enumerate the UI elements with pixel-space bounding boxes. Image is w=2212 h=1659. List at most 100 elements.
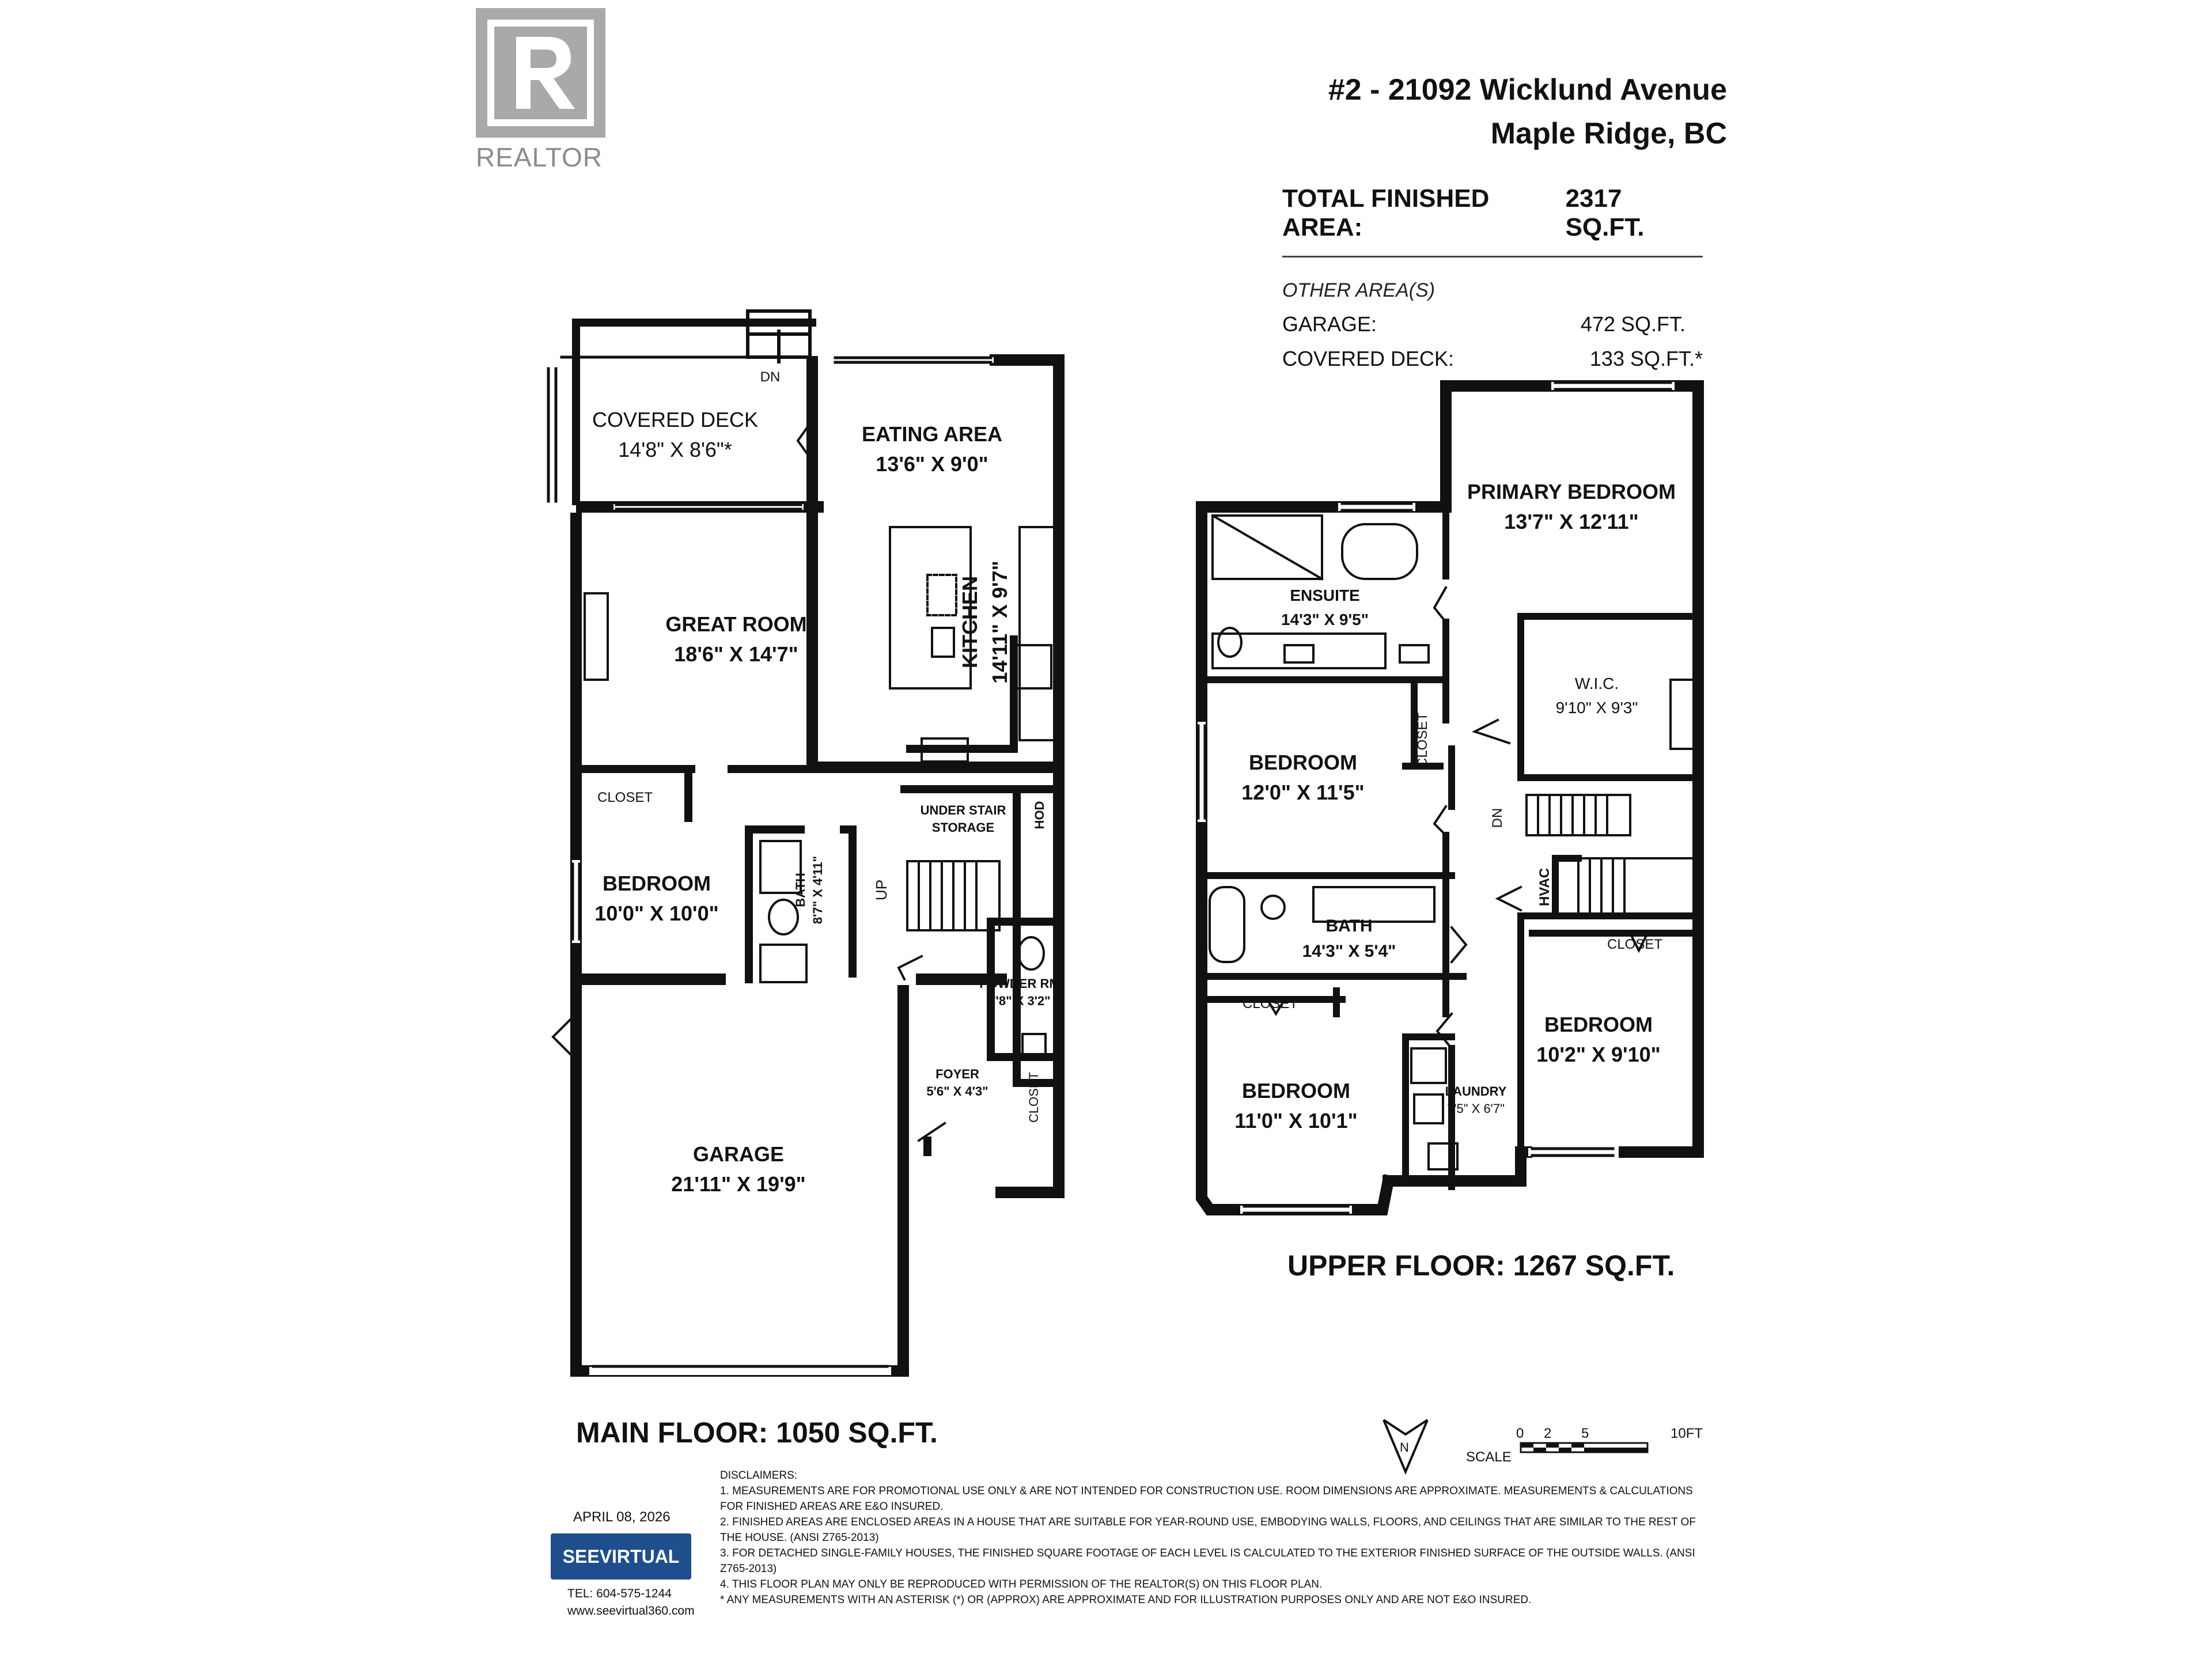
room-bath-upper: BATH 14'3" X 5'4" [1302, 914, 1396, 964]
room-size: 8'7" X 4'11" [810, 855, 825, 925]
room-bedroom-3: BEDROOM 11'0" X 10'1" [1234, 1076, 1357, 1136]
disclaimer-item: 2. FINISHED AREAS ARE ENCLOSED AREAS IN … [720, 1516, 1696, 1544]
room-size: 13'6" X 9'0" [876, 452, 988, 476]
compass-north-label: N [1400, 1440, 1409, 1455]
room-name: HOD [1032, 801, 1047, 830]
upper-windows [1196, 381, 1675, 1215]
room-eating-area: EATING AREA 13'6" X 9'0" [862, 419, 1002, 479]
room-foyer: FOYER 5'6" X 4'3" [926, 1066, 988, 1100]
realtor-logo: REALTOR [476, 8, 620, 175]
room-hod: HOD [1031, 801, 1048, 830]
scale-tick-2: 2 [1544, 1426, 1552, 1441]
room-name: ENSUITE [1290, 586, 1360, 604]
scale-tick-5: 5 [1581, 1426, 1589, 1441]
room-name: GREAT ROOM [665, 612, 807, 636]
address-line1: #2 - 21092 Wicklund Avenue [1328, 73, 1727, 107]
room-foyer-closet: CLOSET [1025, 1072, 1043, 1123]
room-name: BEDROOM [1248, 751, 1357, 774]
room-size: 7'8" X 3'2" [988, 994, 1051, 1008]
kitchen-island [889, 526, 1055, 763]
contact-web: www.seevirtual360.com [567, 1604, 695, 1618]
room-garage: GARAGE 21'11" X 19'9" [671, 1139, 805, 1199]
room-size: 12'0" X 11'5" [1241, 781, 1365, 804]
room-powder: POWDER RM 7'8" X 3'2" [979, 975, 1059, 1010]
scale-label: SCALE [1466, 1449, 1512, 1465]
seevirtual-wordmark: SEEVIRTUAL [562, 1546, 680, 1567]
room-name: HVAC [1537, 868, 1552, 907]
realtor-r-icon [476, 8, 605, 138]
main-doors [551, 419, 946, 1142]
room-name: W.I.C. [1574, 675, 1619, 692]
deck-area-value: 133 SQ.FT.* [1589, 347, 1703, 370]
room-closet-b4: CLOSET [1607, 936, 1662, 953]
room-name: POWDER RM [979, 976, 1060, 991]
room-size: 18'6" X 14'7" [674, 642, 798, 666]
room-name: BATH [1325, 916, 1373, 935]
address-block: #2 - 21092 Wicklund Avenue Maple Ridge, … [1328, 68, 1727, 156]
main-floor-walls-thin [572, 319, 1063, 1156]
room-size: 5'6" X 4'3" [926, 1084, 988, 1099]
contact-block: TEL: 604-575-1244 www.seevirtual360.com [567, 1585, 695, 1620]
room-name: KITCHEN [958, 576, 982, 669]
room-name: BEDROOM [1241, 1079, 1350, 1103]
room-wic: W.I.C. 9'10" X 9'3" [1556, 672, 1638, 720]
room-name: BATH [793, 873, 808, 907]
room-bedroom-4: BEDROOM 10'2" X 9'10" [1536, 1010, 1660, 1070]
room-name: PRIMARY BEDROOM [1467, 480, 1676, 503]
room-name: DN [760, 369, 781, 385]
room-name: CLOSET [1027, 1071, 1041, 1123]
room-primary-bedroom: PRIMARY BEDROOM 13'7" X 12'11" [1467, 477, 1676, 537]
total-area-value: 2317 SQ.FT. [1565, 184, 1645, 241]
disclaimer-item: 3. FOR DETACHED SINGLE-FAMILY HOUSES, TH… [720, 1547, 1695, 1575]
deck-dn-label: DN [760, 369, 781, 386]
room-size: 14'8" X 8'6"* [618, 438, 732, 461]
disclaimer-item: * ANY MEASUREMENTS WITH AN ASTERISK (*) … [720, 1594, 1532, 1606]
room-hvac: HVAC [1536, 868, 1554, 906]
room-size: 14'3" X 9'5" [1281, 611, 1369, 628]
garage-area-row: GARAGE: 472 SQ.FT. [1282, 312, 1703, 336]
deck-railing [547, 355, 748, 503]
room-name: CLOSET [1607, 937, 1663, 952]
main-floor-caption: MAIN FLOOR: 1050 SQ.FT. [576, 1416, 938, 1449]
room-size: 10'0" X 10'0" [594, 902, 719, 925]
room-name: BEDROOM [603, 872, 711, 895]
ensuite-fixtures [1209, 514, 1695, 1171]
upper-floor-caption: UPPER FLOOR: 1267 SQ.FT. [1287, 1249, 1675, 1282]
room-laundry: LAUNDRY 7'5" X 6'7" [1445, 1083, 1507, 1118]
disclaimer-item: 4. THIS FLOOR PLAN MAY ONLY BE REPRODUCE… [720, 1578, 1323, 1590]
room-under-stair: UNDER STAIR STORAGE [921, 802, 1006, 836]
room-closet-b3: CLOSET [1243, 995, 1298, 1013]
room-name: BEDROOM [1544, 1013, 1653, 1036]
room-name: FOYER [935, 1067, 979, 1081]
upper-doors [1266, 586, 1649, 1050]
compass-icon [1382, 1419, 1429, 1475]
room-name: CLOSET [1415, 712, 1430, 768]
room-name: UP [873, 879, 890, 901]
realtor-wordmark: REALTOR [476, 142, 603, 172]
garage-area-label: GARAGE: [1282, 312, 1377, 336]
room-size: 11'0" X 10'1" [1234, 1109, 1358, 1132]
room-name: UNDER STAIR [920, 803, 1006, 817]
room-name: COVERED DECK [592, 408, 759, 431]
stairs-up-label: UP [873, 880, 890, 900]
room-size: 10'2" X 9'10" [1536, 1043, 1661, 1066]
room-size: 7'5" X 6'7" [1447, 1101, 1505, 1116]
room-kitchen: KITCHEN 14'11" X 9'7" [955, 560, 1015, 683]
total-area-label: TOTAL FINISHED AREA: [1282, 184, 1490, 241]
plan-date: APRIL 08, 2026 [573, 1509, 671, 1525]
deck-area-row: COVERED DECK: 133 SQ.FT.* [1282, 347, 1703, 371]
room-name: GARAGE [692, 1142, 784, 1166]
stairs-dn-label: DN [1489, 808, 1506, 828]
address-line2: Maple Ridge, BC [1490, 117, 1727, 150]
room-great-room: GREAT ROOM 18'6" X 14'7" [665, 609, 806, 669]
garage-area-value: 472 SQ.FT. [1580, 312, 1685, 336]
room-bedroom-main: BEDROOM 10'0" X 10'0" [594, 869, 718, 929]
scale-tick-0: 0 [1516, 1426, 1524, 1441]
seevirtual-logo: SEEVIRTUAL [551, 1533, 691, 1580]
room-size: 13'7" X 12'11" [1504, 510, 1639, 533]
scale-bar-icon [1520, 1442, 1649, 1453]
room-covered-deck: COVERED DECK 14'8" X 8'6"* [592, 405, 758, 465]
room-size: 14'11" X 9'7" [988, 560, 1012, 684]
room-closet-main: CLOSET [597, 789, 653, 806]
disclaimers: DISCLAIMERS: 1. MEASUREMENTS ARE FOR PRO… [720, 1468, 1717, 1608]
